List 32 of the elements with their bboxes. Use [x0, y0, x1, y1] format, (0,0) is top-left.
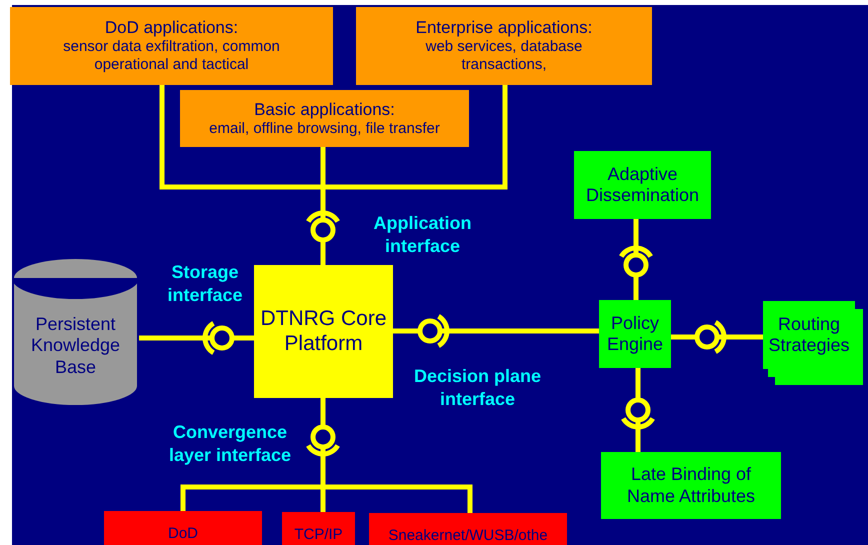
convergence-layer-box	[282, 512, 355, 545]
database-cylinder	[12, 258, 139, 406]
application-box	[180, 90, 469, 147]
box-label: Late Binding of Name Attributes	[626, 464, 756, 507]
module-box	[601, 452, 781, 519]
application-box	[10, 7, 333, 85]
module-box	[599, 300, 671, 368]
module-box	[574, 151, 711, 219]
box-label: DoD	[168, 525, 198, 543]
interface-label: Storage interface	[166, 261, 244, 306]
application-box	[356, 7, 652, 85]
box-label: Routing Strategies	[767, 314, 851, 356]
connector-line	[636, 368, 640, 452]
box-label: Sneakernet/WUSB/othe	[388, 527, 548, 545]
box-heading: Enterprise applications:	[416, 18, 592, 38]
core-platform-box	[254, 265, 393, 398]
box-description: email, offline browsing, file transfer	[209, 120, 440, 138]
convergence-layer-box	[104, 511, 262, 545]
connector-line	[139, 336, 254, 340]
box-description: sensor data exfiltration, common operational and tactical	[62, 38, 281, 74]
box-label: DTNRG Core Platform	[259, 306, 388, 356]
interface-label: Decision plane interface	[412, 365, 542, 410]
box-heading: DoD applications:	[104, 18, 238, 38]
box-heading: Basic applications:	[254, 100, 395, 120]
box-label: Policy Engine	[606, 312, 664, 356]
box-label: Persistent Knowledge Base	[30, 314, 122, 378]
box-label: TCP/IP	[294, 526, 343, 544]
interface-label: Convergence layer interface	[168, 421, 292, 466]
interface-label: Application interface	[372, 212, 472, 257]
convergence-layer-box	[369, 513, 567, 545]
box-description: web services, database transactions,	[424, 38, 584, 74]
box-label: Adaptive Dissemination	[584, 164, 700, 206]
